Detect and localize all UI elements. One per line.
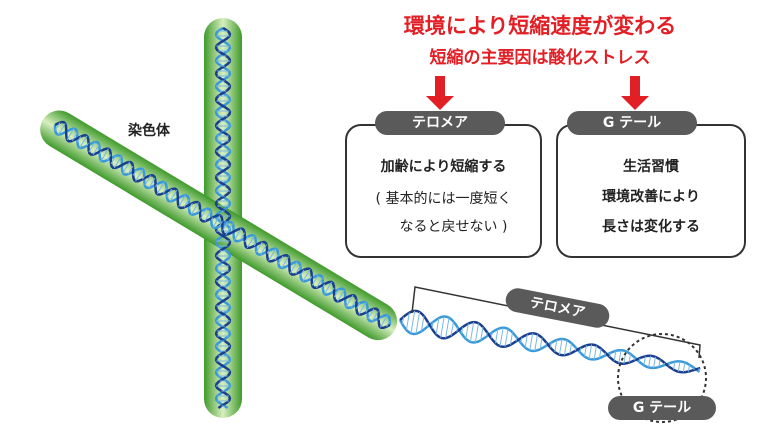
telomere-line1: 加齢により短縮する	[380, 159, 507, 175]
telomere-line3: なると戻せない )	[399, 219, 508, 235]
telomere-info-box: 加齢により短縮する ( 基本的には一度短く なると戻せない )	[345, 124, 542, 258]
gtail-dashed-circle	[617, 333, 707, 423]
arrow-left-icon	[426, 76, 454, 110]
headline: 環境により短縮速度が変わる	[403, 14, 677, 38]
gtail-info-box: 生活習慣 環境改善により 長さは変化する	[556, 124, 746, 258]
arrow-right-icon	[621, 76, 649, 110]
gtail-label: G テール	[608, 396, 716, 420]
gtail-line2: 環境改善により	[602, 189, 700, 205]
gtail-box-title: G テール	[567, 111, 697, 135]
telomere-line2: ( 基本的には一度短く	[375, 191, 512, 207]
dna-helix-diagonal	[53, 120, 392, 330]
gtail-line3: 長さは変化する	[602, 219, 700, 235]
subheadline: 短縮の主要因は酸化ストレス	[429, 48, 651, 68]
gtail-line1: 生活習慣	[623, 159, 679, 175]
chromosome-label: 染色体	[128, 123, 170, 139]
telomere-box-title: テロメア	[375, 111, 505, 135]
dna-helix-telomere	[398, 309, 701, 374]
